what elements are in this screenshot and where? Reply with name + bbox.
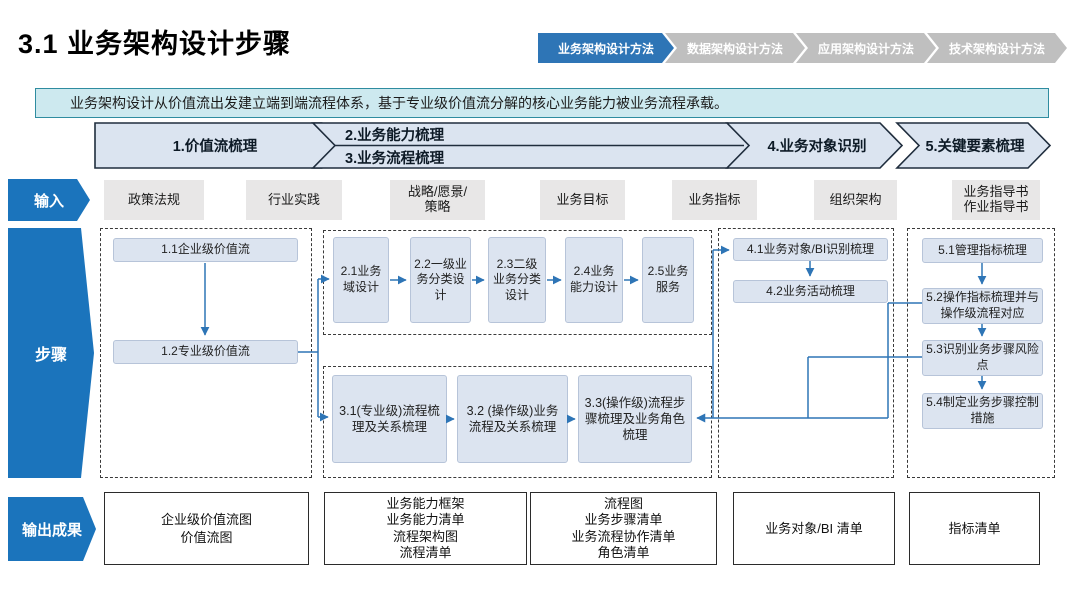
row-label-steps: 步骤 xyxy=(8,228,94,478)
phase-3-label: 3.业务流程梳理 xyxy=(345,150,445,167)
step-5-2: 5.2操作指标梳理并与操作级流程对应 xyxy=(922,288,1043,324)
summary-banner: 业务架构设计从价值流出发建立端到端流程体系，基于专业级价值流分解的核心业务能力被… xyxy=(35,88,1049,118)
step-1-2: 1.2专业级价值流 xyxy=(113,340,298,364)
step-3-2: 3.2 (操作级)业务流程及关系梳理 xyxy=(457,375,568,463)
tab-business-architecture[interactable]: 业务架构设计方法 xyxy=(538,33,674,63)
input-guidebooks: 业务指导书 作业指导书 xyxy=(952,180,1040,220)
step-5-3: 5.3识别业务步骤风险点 xyxy=(922,340,1043,376)
tab-application-architecture[interactable]: 应用架构设计方法 xyxy=(796,33,936,63)
output-process-deliverables: 流程图 业务步骤清单 业务流程协作清单 角色清单 xyxy=(530,492,717,565)
tab-data-architecture[interactable]: 数据架构设计方法 xyxy=(665,33,805,63)
phase-1-label: 1.价值流梳理 xyxy=(172,139,258,155)
step-4-2: 4.2业务活动梳理 xyxy=(733,280,888,303)
input-business-goals: 业务目标 xyxy=(540,180,625,220)
input-strategy-vision: 战略/愿景/ 策略 xyxy=(390,180,485,220)
group-business-object xyxy=(718,228,894,478)
step-2-5: 2.5业务服务 xyxy=(642,237,694,323)
phase-5-label: 5.关键要素梳理 xyxy=(925,139,1025,155)
step-3-3: 3.3(操作级)流程步骤梳理及业务角色梳理 xyxy=(578,375,692,463)
step-5-1: 5.1管理指标梳理 xyxy=(922,238,1043,263)
input-business-metrics: 业务指标 xyxy=(672,180,757,220)
group-business-process xyxy=(323,366,712,478)
tab-technology-architecture[interactable]: 技术架构设计方法 xyxy=(927,33,1067,63)
step-4-1: 4.1业务对象/BI识别梳理 xyxy=(733,238,888,261)
step-3-1: 3.1(专业级)流程梳理及关系梳理 xyxy=(332,375,447,463)
page-title: 3.1 业务架构设计步骤 xyxy=(18,29,292,59)
input-org-structure: 组织架构 xyxy=(814,180,897,220)
group-value-stream xyxy=(100,228,312,478)
step-2-2: 2.2一级业务分类设计 xyxy=(410,237,471,323)
step-1-1: 1.1企业级价值流 xyxy=(113,238,298,262)
output-value-stream-maps: 企业级价值流图 价值流图 xyxy=(104,492,309,565)
step-2-1: 2.1业务域设计 xyxy=(333,237,389,323)
step-2-4: 2.4业务能力设计 xyxy=(565,237,623,323)
output-metric-list: 指标清单 xyxy=(909,492,1040,565)
row-label-output: 输出成果 xyxy=(8,497,96,561)
breadcrumb: 业务架构设计方法 数据架构设计方法 应用架构设计方法 技术架构设计方法 xyxy=(538,33,1067,63)
group-key-elements xyxy=(907,228,1055,478)
output-business-object-list: 业务对象/BI 清单 xyxy=(733,492,895,565)
input-policy: 政策法规 xyxy=(104,180,204,220)
step-5-4: 5.4制定业务步骤控制措施 xyxy=(922,393,1043,429)
summary-text: 业务架构设计从价值流出发建立端到端流程体系，基于专业级价值流分解的核心业务能力被… xyxy=(70,95,728,111)
step-2-3: 2.3二级业务分类设计 xyxy=(488,237,546,323)
phase-4-label: 4.业务对象识别 xyxy=(767,139,867,155)
output-capability-deliverables: 业务能力框架 业务能力清单 流程架构图 流程清单 xyxy=(324,492,527,565)
phase-2-label: 2.业务能力梳理 xyxy=(345,127,445,144)
input-industry-practice: 行业实践 xyxy=(246,180,342,220)
row-label-input: 输入 xyxy=(8,179,90,221)
